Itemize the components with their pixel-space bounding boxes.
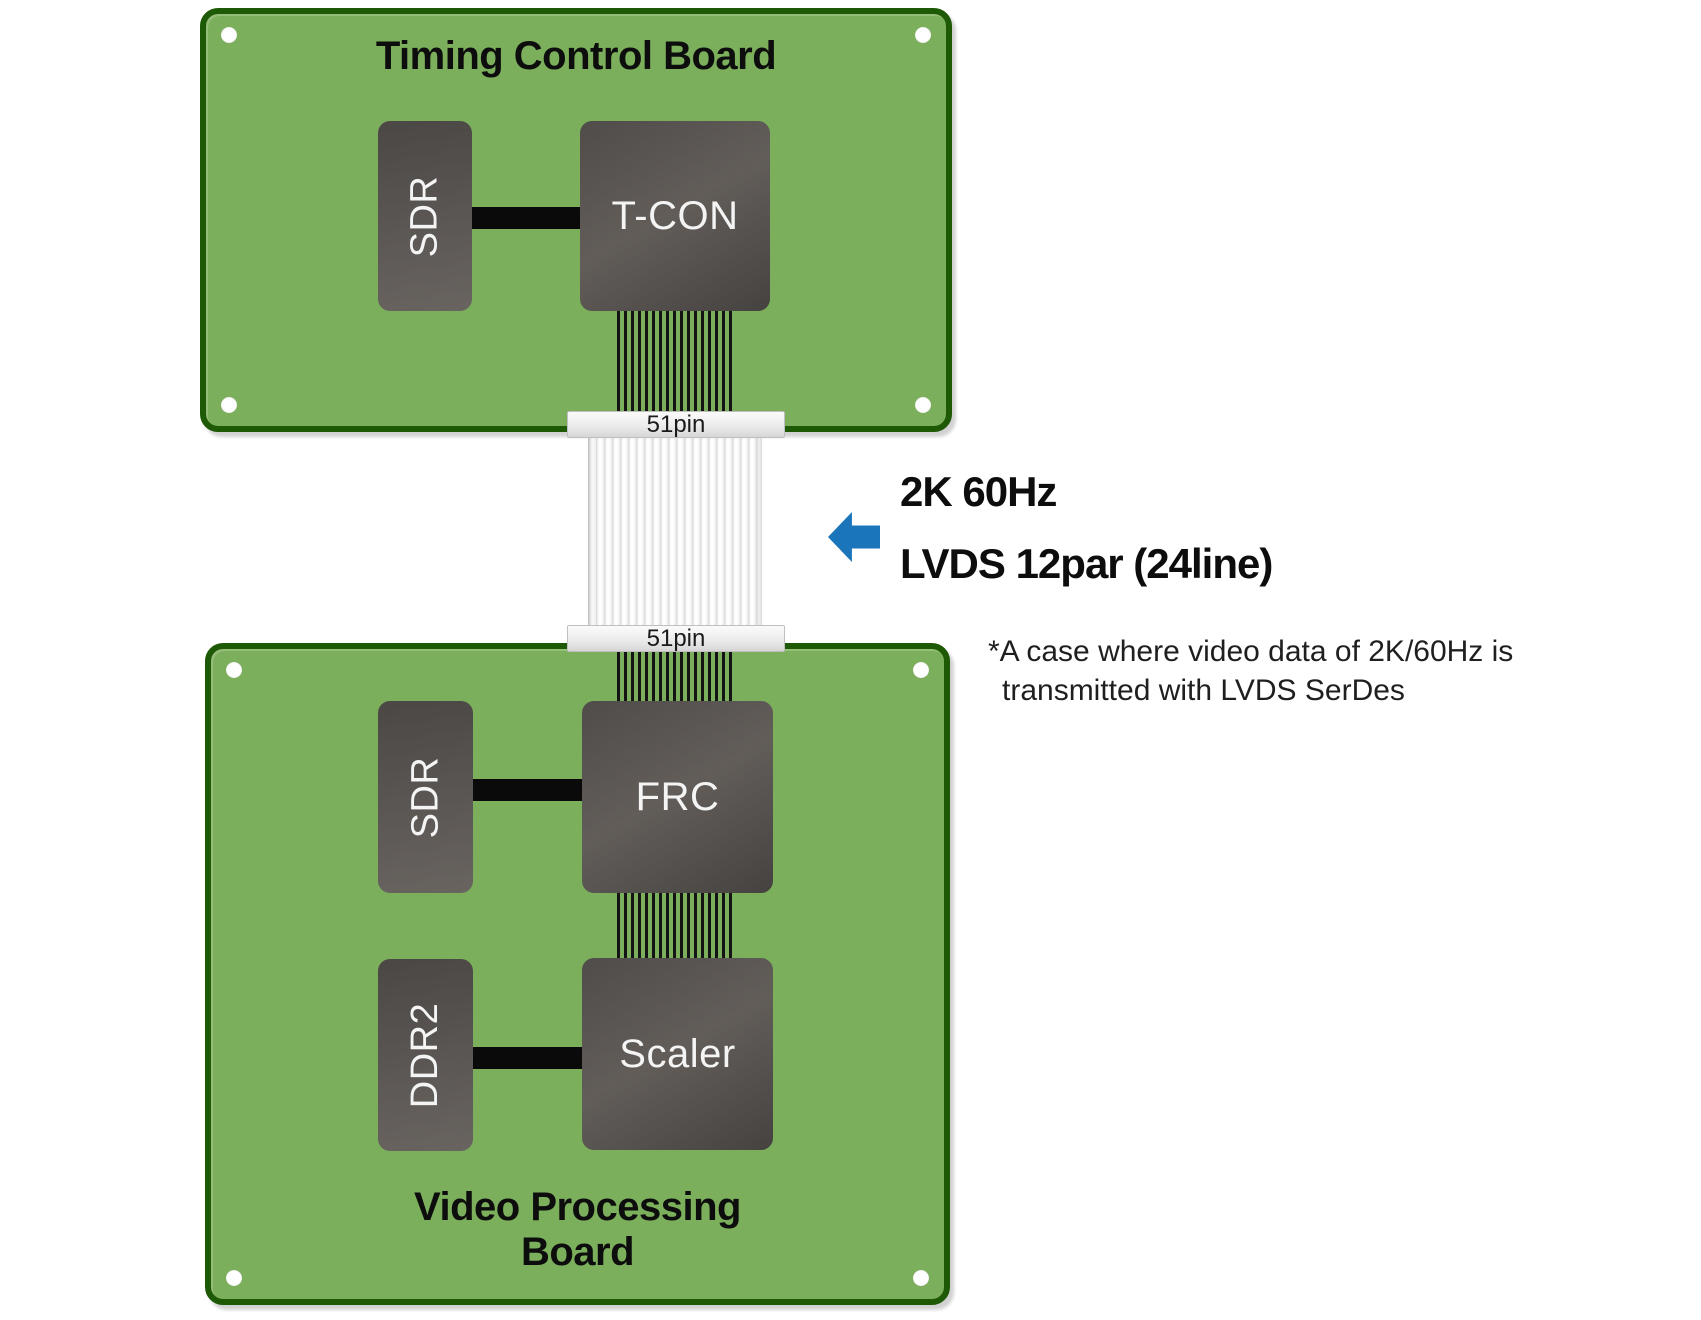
screw-hole	[226, 1270, 242, 1286]
screw-hole	[226, 662, 242, 678]
chip-sdr-bottom: SDR	[378, 701, 473, 893]
chip-scaler-label: Scaler	[619, 1031, 736, 1076]
chip-sdr-bottom-label: SDR	[403, 756, 446, 838]
sdr-frc-bus	[466, 779, 589, 801]
screw-hole	[913, 662, 929, 678]
annotation-lvds-lanes: LVDS 12par (24line)	[900, 540, 1273, 587]
tcon-pin-fan	[617, 305, 736, 412]
footnote-line1: *A case where video data of 2K/60Hz is	[988, 635, 1514, 668]
screw-hole	[913, 1270, 929, 1286]
chip-ddr2: DDR2	[378, 959, 473, 1151]
timing-control-board-title: Timing Control Board	[375, 34, 777, 78]
screw-hole	[915, 27, 931, 43]
chip-tcon: T-CON	[580, 121, 770, 311]
chip-scaler: Scaler	[582, 958, 773, 1150]
footnote-line2: transmitted with LVDS SerDes	[1002, 674, 1405, 707]
chip-sdr-top: SDR	[378, 121, 472, 311]
footnote: *A case where video data of 2K/60Hz is t…	[988, 632, 1513, 710]
connector-51pin-top-label: 51pin	[646, 410, 706, 438]
connector-51pin-top: 51pin	[567, 411, 785, 438]
connector-51pin-bottom-label: 51pin	[646, 624, 706, 652]
chip-sdr-top-label: SDR	[403, 175, 446, 257]
chip-frc-label: FRC	[635, 774, 720, 819]
video-processing-board-title: Video Processing Board	[414, 1185, 741, 1275]
screw-hole	[915, 397, 931, 413]
chip-frc: FRC	[582, 701, 773, 893]
left-arrow-icon	[828, 512, 880, 562]
connector-51pin-bottom: 51pin	[567, 625, 785, 652]
ddr2-scaler-bus	[466, 1047, 589, 1069]
lvds-ribbon-cable	[588, 437, 762, 629]
annotation-signal-rate: 2K 60Hz	[900, 468, 1057, 515]
video-processing-board: Video Processing Board	[205, 643, 950, 1305]
chip-ddr2-label: DDR2	[404, 1002, 446, 1108]
frc-top-pin-fan	[617, 651, 736, 703]
frc-scaler-pin-fan	[617, 891, 734, 959]
screw-hole	[221, 397, 237, 413]
timing-control-board: Timing Control Board	[200, 8, 952, 432]
sdr-tcon-bus	[465, 207, 587, 229]
screw-hole	[221, 27, 237, 43]
chip-tcon-label: T-CON	[611, 193, 739, 238]
